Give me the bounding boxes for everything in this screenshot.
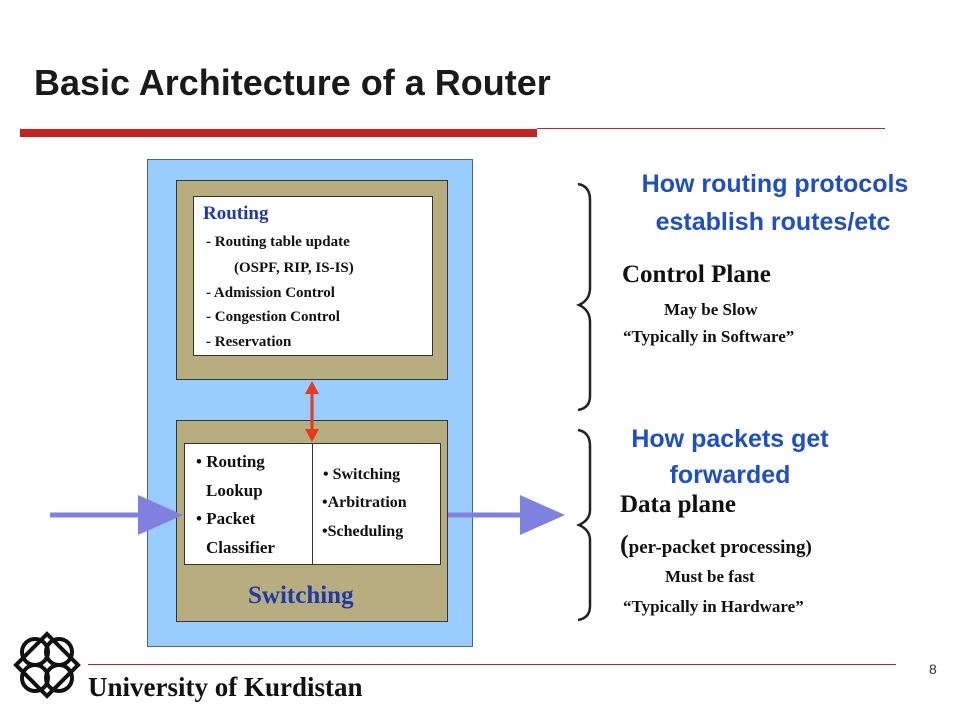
control-plane-note-software: “Typically in Software” [623, 327, 795, 346]
arrowhead-down [305, 429, 319, 442]
data-plane-note-speed: Must be fast [665, 567, 755, 586]
switch-left-item: • Routing [196, 452, 265, 471]
data-plane-heading-line2: forwarded [669, 461, 791, 489]
data-plane-brace [575, 428, 592, 622]
control-plane-heading-line1: How routing protocols [641, 170, 909, 198]
university-logo [13, 631, 81, 699]
control-plane-heading-line2: establish routes/etc [655, 208, 891, 236]
control-plane-title: Control Plane [622, 261, 771, 288]
lookup-classifier-box: • Routing Lookup • Packet Classifier [184, 443, 313, 565]
arrowhead-up [305, 381, 319, 394]
routing-line: - Congestion Control [206, 309, 340, 325]
routing-line: - Routing table update [206, 234, 350, 250]
routing-line: - Admission Control [206, 285, 335, 301]
title-accent-line [537, 128, 885, 129]
switch-left-item: Lookup [206, 481, 263, 500]
university-name: University of Kurdistan [88, 672, 363, 702]
switching-fabric-box: • Switching •Arbitration •Scheduling [312, 443, 441, 565]
data-plane-heading-line1: How packets get [631, 425, 829, 453]
page-number: 8 [929, 661, 937, 677]
footer-rule [88, 664, 896, 665]
switch-left-item: • Packet [196, 509, 256, 528]
subtitle-text: per-packet processing) [628, 537, 812, 558]
data-plane-note-hardware: “Typically in Hardware” [623, 597, 804, 616]
data-plane-subtitle: (per-packet processing) [620, 530, 812, 560]
switch-right-item: • Switching [323, 466, 401, 483]
control-plane-note-speed: May be Slow [664, 300, 758, 319]
switch-left-item: Classifier [206, 538, 275, 557]
data-plane-title: Data plane [620, 491, 736, 518]
routing-heading: Routing [203, 203, 269, 224]
switch-right-item: •Scheduling [322, 523, 404, 540]
title-accent-bar [20, 129, 537, 137]
switch-right-item: •Arbitration [322, 494, 407, 511]
routing-line: (OSPF, RIP, IS-IS) [234, 260, 354, 276]
control-plane-brace [575, 182, 592, 412]
slide-title: Basic Architecture of a Router [34, 62, 551, 103]
switching-label: Switching [248, 582, 354, 609]
subtitle-paren: ( [620, 530, 629, 559]
routing-details-box: Routing - Routing table update (OSPF, RI… [193, 196, 433, 356]
routing-line: - Reservation [206, 334, 292, 350]
